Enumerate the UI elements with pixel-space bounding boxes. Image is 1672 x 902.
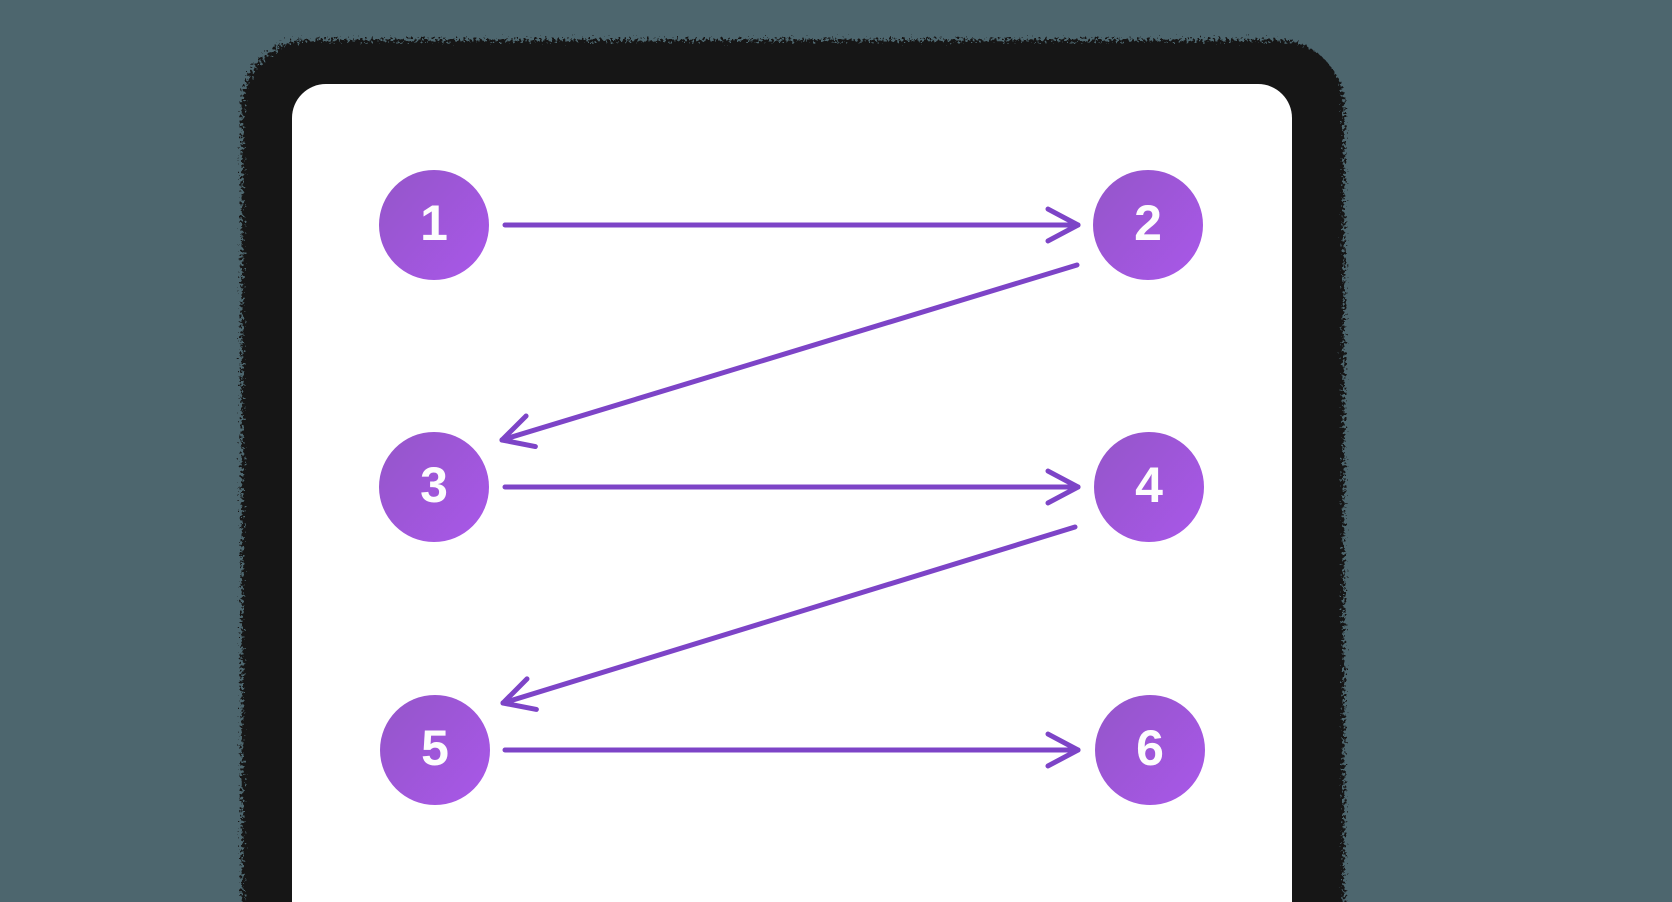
step-node-1: 1	[379, 170, 489, 280]
step-number-label: 1	[420, 195, 448, 251]
step-node-4: 4	[1094, 432, 1204, 542]
step-number-label: 2	[1134, 195, 1162, 251]
step-node-2: 2	[1093, 170, 1203, 280]
step-node-6: 6	[1095, 695, 1205, 805]
step-number-label: 5	[421, 720, 449, 776]
step-node-5: 5	[380, 695, 490, 805]
step-node-3: 3	[379, 432, 489, 542]
step-number-label: 4	[1135, 457, 1163, 513]
step-number-label: 6	[1136, 720, 1164, 776]
step-number-label: 3	[420, 457, 448, 513]
